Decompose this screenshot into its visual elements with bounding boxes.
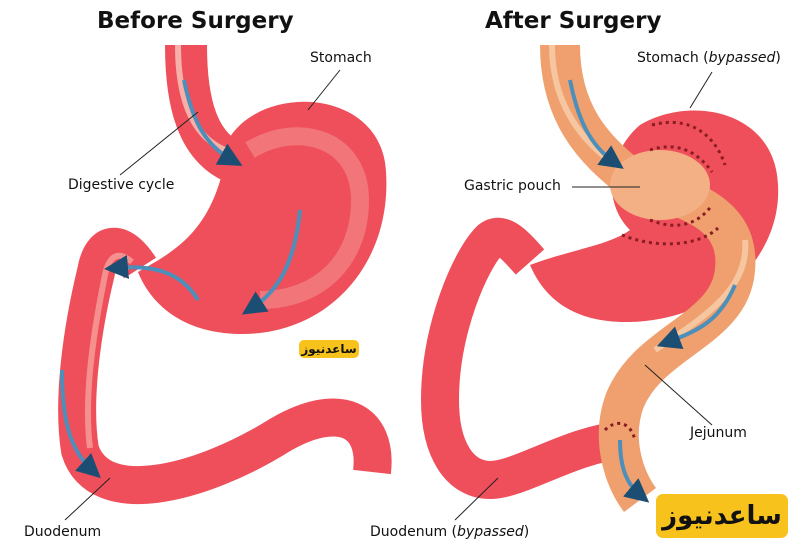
before-leader-lines xyxy=(64,69,341,521)
label-text: ) xyxy=(523,524,530,540)
watermark-small: ساعدنیوز xyxy=(299,340,359,358)
label-text: Stomach ( xyxy=(637,50,709,66)
label-digestive-cycle: Digestive cycle xyxy=(68,177,175,193)
after-title: After Surgery xyxy=(485,8,662,34)
before-arrow-pylorus xyxy=(104,254,200,302)
after-duodenum xyxy=(420,217,625,500)
before-stomach-illustration xyxy=(58,44,392,521)
label-gastric-pouch: Gastric pouch xyxy=(464,178,561,194)
label-text: Duodenum ( xyxy=(370,524,458,540)
before-title: Before Surgery xyxy=(97,8,294,34)
after-leader-lines xyxy=(454,71,713,521)
after-arrow-esophagus xyxy=(568,79,624,169)
after-staple-lines xyxy=(603,120,727,441)
after-gastric-pouch xyxy=(610,150,710,220)
before-arrow-esophagus xyxy=(182,79,243,166)
before-arrow-stomach xyxy=(241,209,302,315)
label-italic: bypassed xyxy=(457,524,524,540)
label-stomach-bypassed: Stomach (bypassed) xyxy=(637,50,781,66)
label-duodenum: Duodenum xyxy=(24,524,102,540)
label-text: ) xyxy=(775,50,781,66)
label-italic: bypassed xyxy=(708,50,776,66)
after-arrow-end xyxy=(618,439,650,503)
after-arrow-jejunum xyxy=(656,284,737,350)
watermark-large: ساعدنیوز xyxy=(656,494,788,538)
before-arrow-duodenum xyxy=(60,369,101,479)
label-stomach: Stomach xyxy=(310,50,372,66)
label-jejunum: Jejunum xyxy=(690,425,747,441)
after-stomach-illustration xyxy=(420,44,779,521)
label-duodenum-bypassed: Duodenum (bypassed) xyxy=(370,524,529,540)
